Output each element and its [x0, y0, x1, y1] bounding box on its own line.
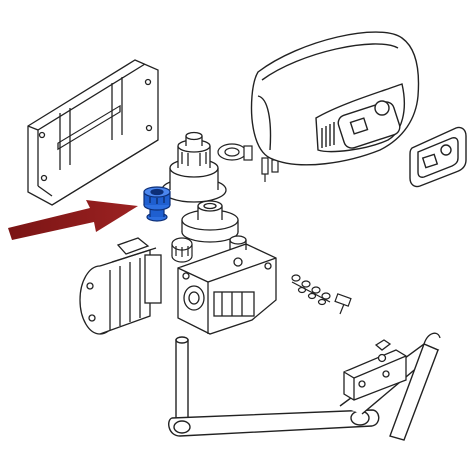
bushing-icon [181, 200, 239, 243]
pointer-arrow-icon [8, 200, 138, 240]
mounting-plate-icon [27, 59, 159, 206]
gearbox-icon [177, 235, 277, 335]
cover-housing-icon [250, 31, 420, 166]
control-panel-icon [409, 126, 467, 188]
gear-assembly-icon [161, 131, 227, 203]
bracket-icon [343, 332, 441, 401]
highlighted-part-icon [143, 186, 171, 222]
motor-icon [79, 237, 162, 335]
small-gear-icon [171, 237, 193, 263]
screws-icon [291, 274, 352, 315]
